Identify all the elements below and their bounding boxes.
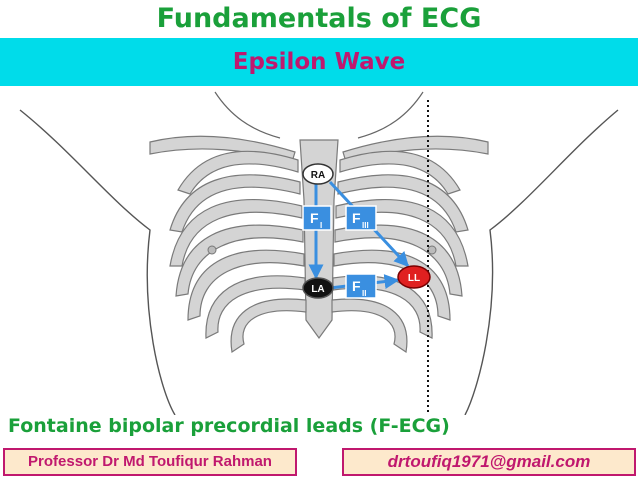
electrode-ll: LL — [397, 265, 431, 289]
ribs-right — [331, 150, 469, 354]
figure-caption: Fontaine bipolar precordial leads (F-ECG… — [8, 415, 450, 437]
nipple-right — [427, 245, 437, 255]
lead-f2-letter: F — [352, 278, 361, 294]
torso-outline — [19, 109, 176, 415]
lead-f3-box: F III — [345, 205, 377, 231]
lead-f3-letter: F — [352, 210, 361, 226]
lead-f1-letter: F — [310, 210, 319, 226]
neck-line-right — [357, 91, 424, 139]
electrode-ra-label: RA — [311, 170, 325, 181]
nipple-left — [207, 245, 217, 255]
slide-title: Fundamentals of ECG — [156, 3, 482, 34]
ribs-left — [169, 150, 307, 354]
electrode-ll-label: LL — [408, 273, 420, 284]
lead-f1-sub: I — [320, 221, 322, 230]
subtitle-banner — [0, 38, 638, 86]
author-name: Professor Dr Md Toufiqur Rahman — [3, 448, 297, 476]
chest-lead-diagram: F I F III F II RA LA LL — [19, 91, 619, 415]
lead-f2-box: F II — [345, 273, 377, 299]
neck-line-left — [214, 91, 281, 139]
lead-f3-sub: III — [362, 221, 369, 230]
lead-f2-sub: II — [362, 289, 366, 298]
electrode-ra: RA — [302, 163, 334, 185]
electrode-la-label: LA — [311, 284, 324, 295]
slide-subtitle: Epsilon Wave — [232, 49, 406, 75]
torso-outline-right — [464, 109, 619, 415]
author-email: drtoufiq1971@gmail.com — [342, 448, 636, 476]
lead-f1-box: F I — [302, 205, 332, 231]
electrode-la: LA — [302, 277, 334, 299]
